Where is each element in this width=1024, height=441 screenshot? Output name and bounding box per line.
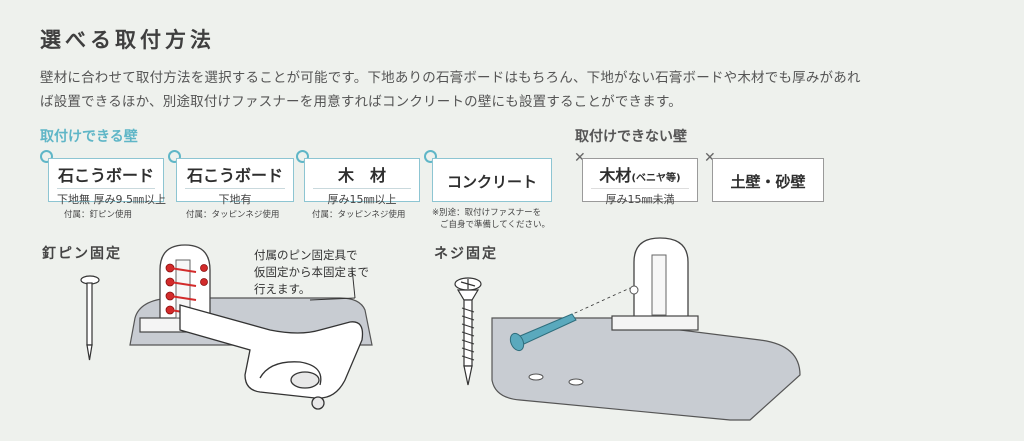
cross-ng-icon: ✕ — [704, 150, 716, 166]
screw-section-label: ネジ固定 — [434, 246, 498, 262]
card-main: 木 材 — [337, 166, 386, 185]
callout-line: 仮固定から本固定まで — [254, 265, 369, 279]
mountable-caption: 取付けできる壁 — [40, 129, 138, 145]
nail-icon — [80, 275, 100, 361]
wall-panel-icon — [491, 317, 801, 421]
callout-line: 行えます。 — [254, 282, 311, 296]
card-note: 付属：タッピンネジ使用 — [186, 210, 280, 220]
card-mud-wall: 土壁・砂壁 — [712, 158, 824, 202]
cross-ng-icon: ✕ — [574, 150, 586, 166]
card-concrete: コンクリート — [432, 158, 552, 202]
card-note: ※別途：取付けファスナーを — [432, 208, 542, 218]
card-main: 木材(ベニヤ等) — [583, 162, 697, 186]
intro-line-2: ば設置できるほか、別途取付けファスナーを用意すればコンクリートの壁にも設置するこ… — [40, 94, 683, 110]
card-main: 石こうボード — [186, 166, 283, 185]
intro-line-1: 壁材に合わせて取付方法を選択することが可能です。下地ありの石膏ボードはもちろん、… — [40, 70, 861, 86]
card-note-2: ご自身で準備してください。 — [440, 220, 550, 230]
red-pins-icon — [165, 263, 208, 315]
card-main: 石こうボード — [57, 166, 154, 185]
card-sub: 厚み15㎜未満 — [591, 188, 689, 207]
card-main-text: 木材 — [599, 166, 632, 185]
card-main: コンクリート — [446, 173, 537, 191]
pin-section-label: 釘ピン固定 — [42, 246, 122, 262]
card-gypsum-no-stud: 石こうボード 下地無 厚み9.5㎜以上 — [48, 158, 166, 206]
page-title: 選べる取付方法 — [40, 28, 215, 52]
card-note: 付属：タッピンネジ使用 — [312, 210, 406, 220]
card-sub: 下地有 — [185, 188, 285, 207]
pin-tool-icon — [179, 304, 364, 410]
screw-icon — [454, 277, 482, 386]
pin-callout: 付属のピン固定具で 仮固定から本固定まで 行えます。 — [254, 247, 369, 298]
bracket-icon — [611, 237, 699, 331]
card-wood: 木 材 厚み15㎜以上 — [304, 158, 420, 206]
card-note: 付属：釘ピン使用 — [64, 210, 133, 220]
card-main-small: (ベニヤ等) — [631, 173, 681, 184]
card-sub: 厚み15㎜以上 — [313, 188, 411, 207]
blue-screw-icon — [509, 287, 631, 352]
card-gypsum-with-stud: 石こうボード 下地有 — [176, 158, 294, 206]
card-sub: 下地無 厚み9.5㎜以上 — [57, 188, 166, 207]
not-mountable-caption: 取付けできない壁 — [575, 129, 687, 145]
card-thin-wood: 木材(ベニヤ等) 厚み15㎜未満 — [582, 158, 698, 206]
callout-line: 付属のピン固定具で — [254, 248, 358, 262]
card-main: 土壁・砂壁 — [730, 173, 806, 191]
